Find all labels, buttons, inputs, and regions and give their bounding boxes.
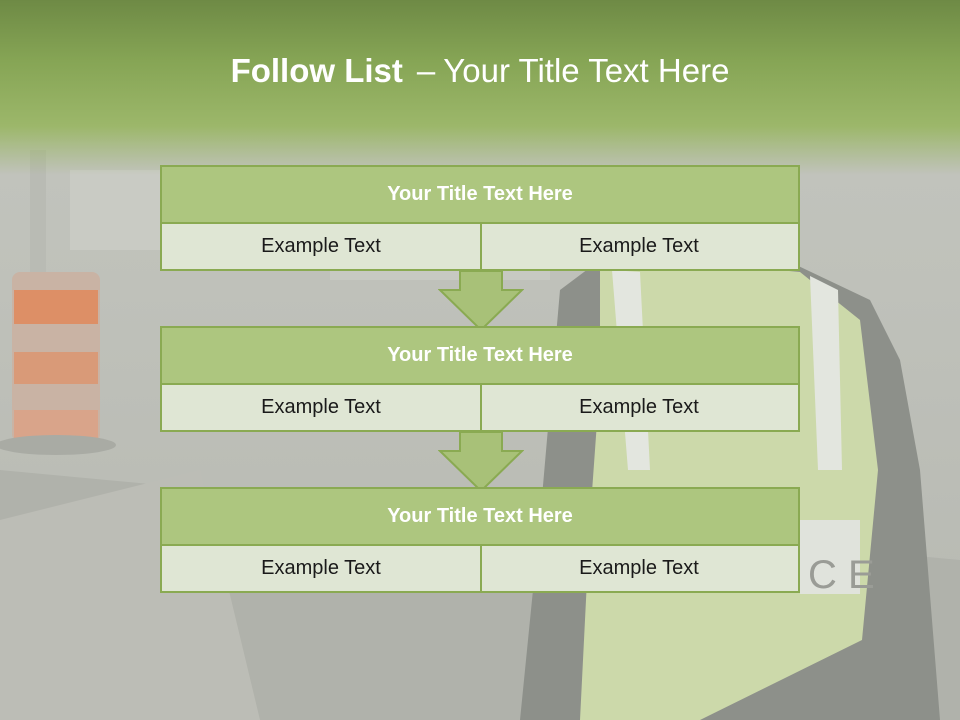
- traffic-barrel-icon: [0, 272, 116, 455]
- step-block-1: Your Title Text Here Example Text Exampl…: [160, 165, 800, 271]
- slide-title: Follow List–Your Title Text Here: [0, 52, 960, 90]
- step-block-3: Your Title Text Here Example Text Exampl…: [160, 487, 800, 593]
- step-left-text: Example Text: [162, 224, 482, 269]
- background-pole: [30, 150, 46, 280]
- title-rest: Your Title Text Here: [443, 52, 730, 89]
- step-right-text: Example Text: [579, 235, 699, 257]
- step-left-text: Example Text: [162, 385, 482, 430]
- down-arrow-icon: [438, 431, 524, 493]
- step-right-text: Example Text: [579, 396, 699, 418]
- step-title: Your Title Text Here: [162, 489, 798, 546]
- officer-silhouette: C E: [520, 250, 940, 720]
- step-left-text: Example Text: [162, 546, 482, 591]
- down-arrow-icon: [438, 270, 524, 332]
- title-bold: Follow List: [230, 52, 403, 89]
- step-right-text: Example Text: [579, 557, 699, 579]
- step-title: Your Title Text Here: [162, 328, 798, 385]
- vest-lettering: C E: [808, 553, 875, 597]
- step-block-2: Your Title Text Here Example Text Exampl…: [160, 326, 800, 432]
- header-band: [0, 0, 960, 175]
- title-separator: –: [416, 52, 436, 89]
- step-title: Your Title Text Here: [162, 167, 798, 224]
